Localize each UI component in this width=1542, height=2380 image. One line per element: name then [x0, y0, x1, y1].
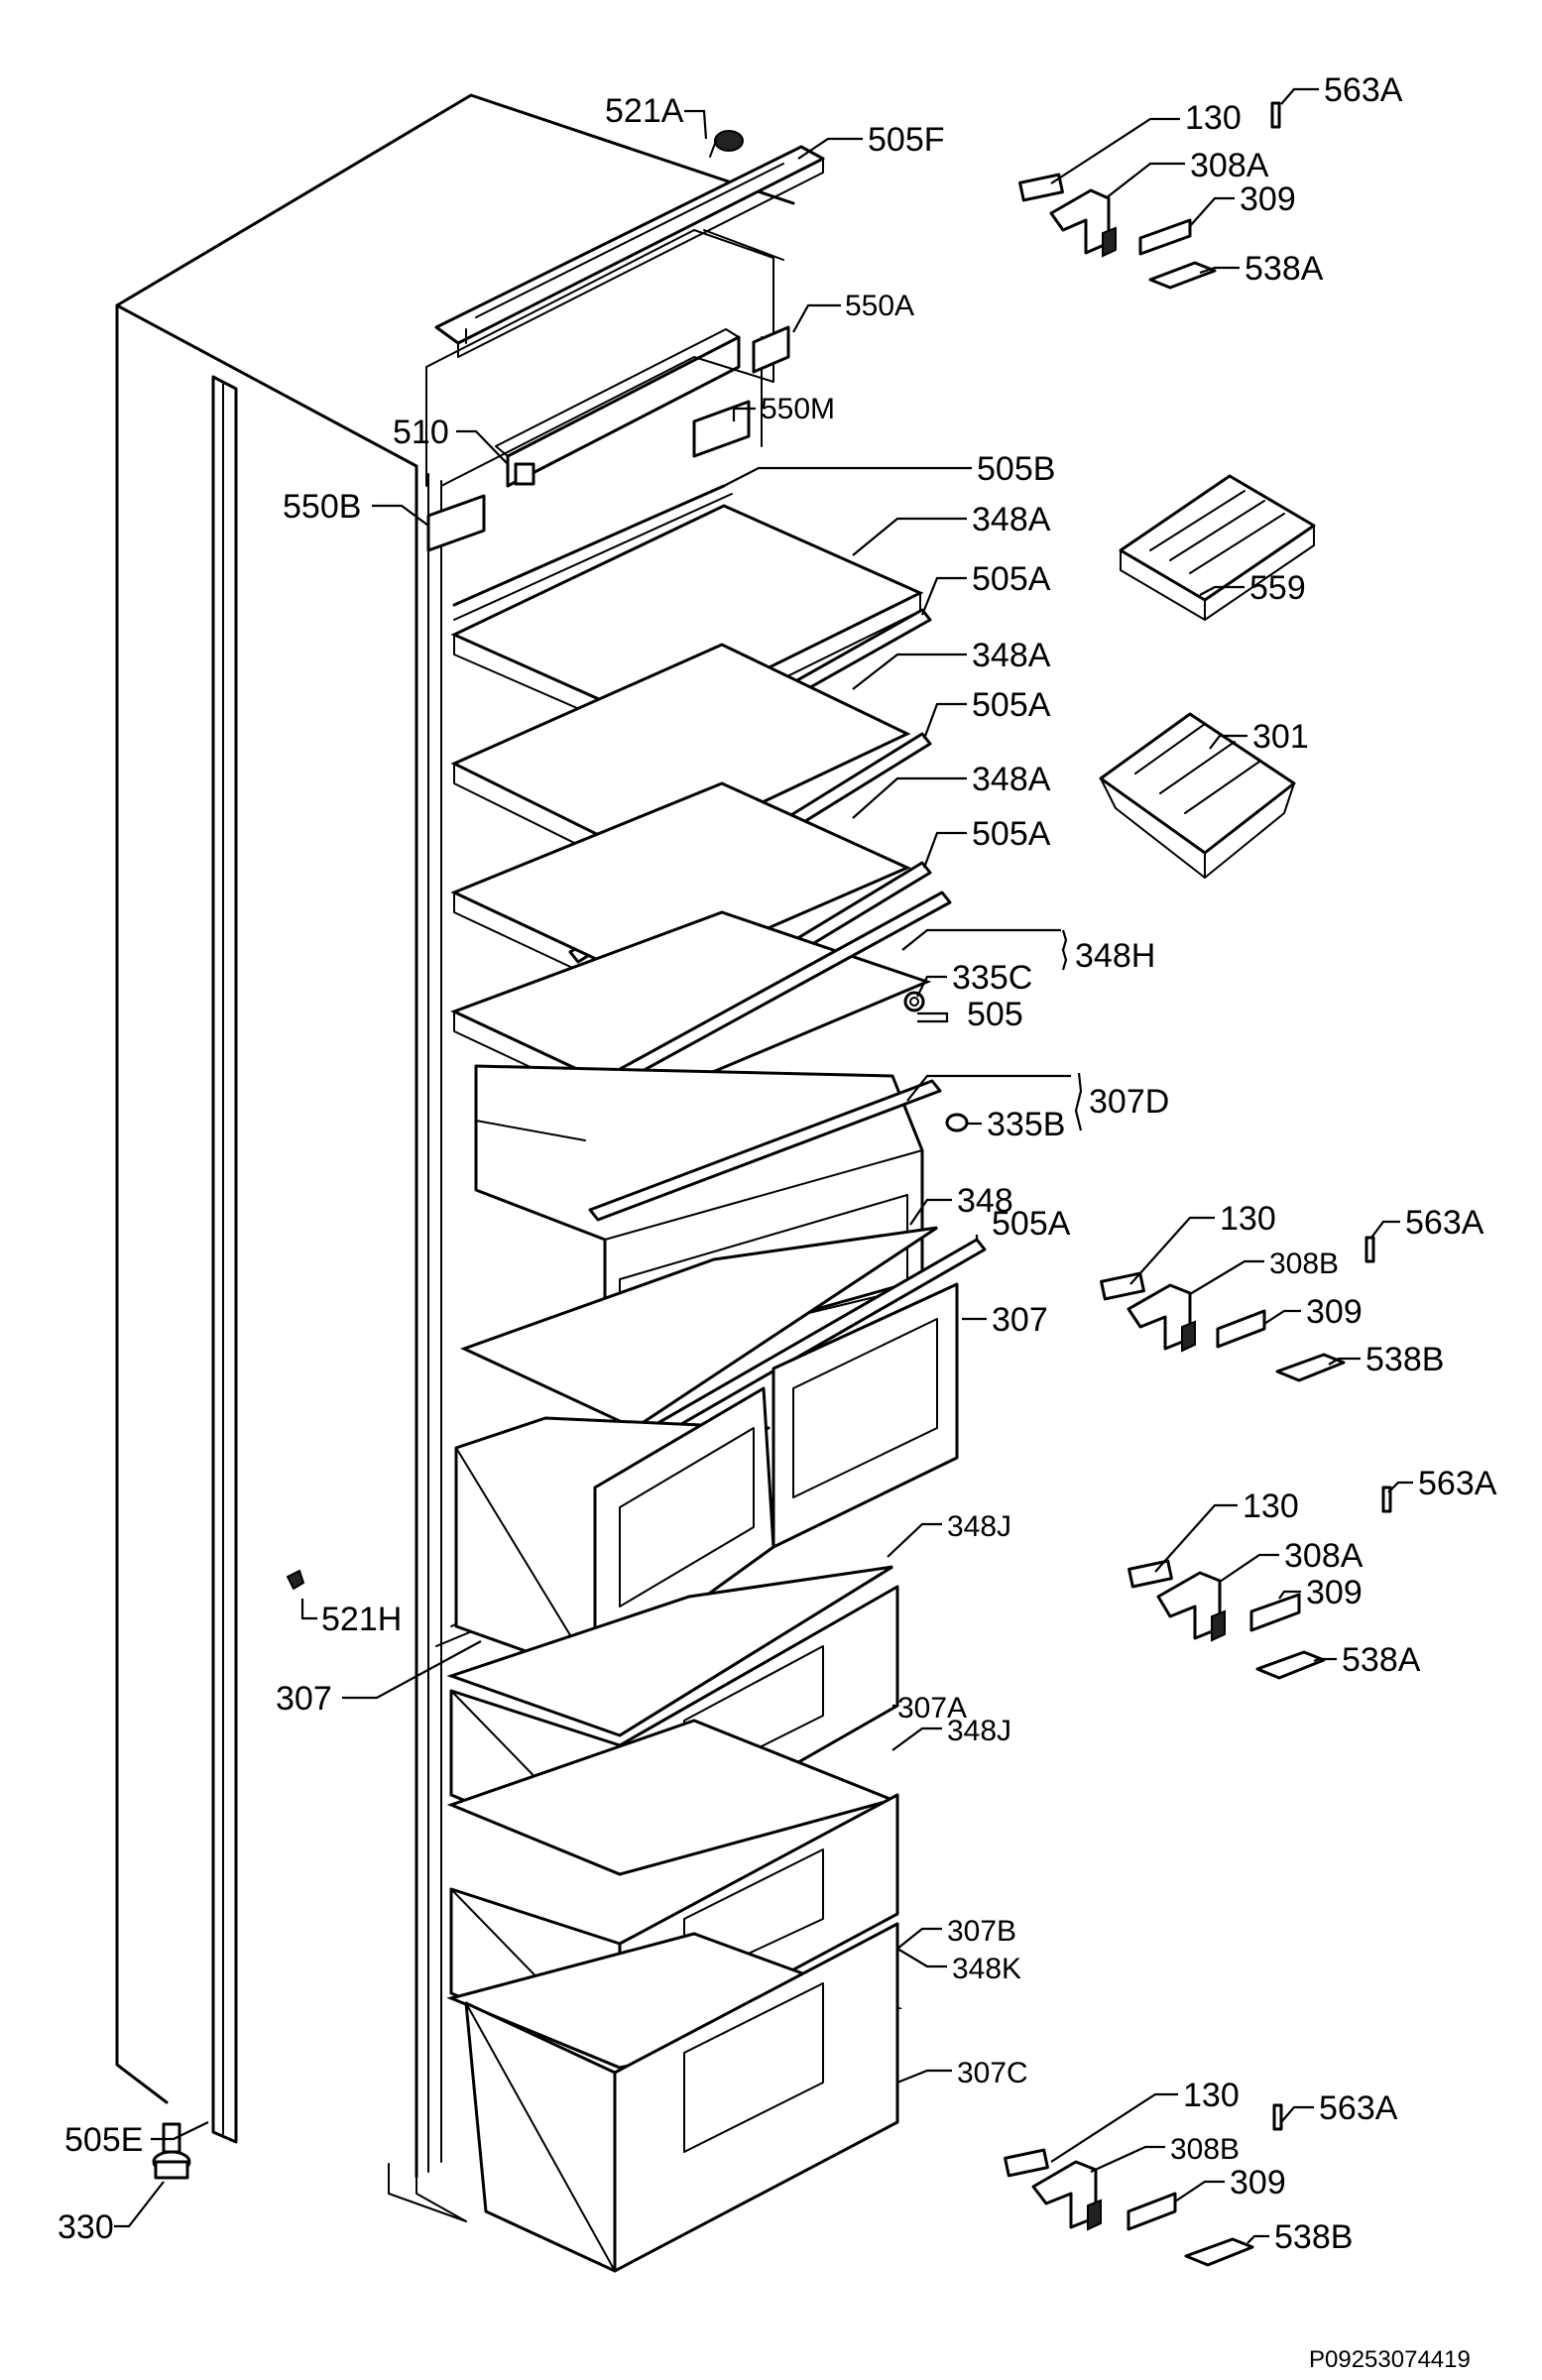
label-307A: 307A: [897, 1692, 967, 1725]
shelf-348A-1: [450, 484, 924, 743]
label-130-d: 130: [1183, 2077, 1240, 2114]
label-348A-1: 348A: [972, 501, 1051, 538]
label-563A-c: 563A: [1418, 1465, 1497, 1502]
drawer-307C: [464, 1922, 899, 2273]
label-330: 330: [58, 2208, 114, 2246]
label-348H: 348H: [1075, 937, 1155, 975]
label-538A-a: 538A: [1245, 250, 1324, 288]
label-348K: 348K: [952, 1953, 1021, 1985]
shelf-348J-1: [446, 1565, 893, 1737]
label-559: 559: [1249, 569, 1306, 607]
label-505A-1: 505A: [972, 560, 1051, 598]
label-521A-top: 521A: [605, 92, 684, 130]
label-505A-2: 505A: [972, 686, 1051, 724]
label-307-top: 307: [992, 1301, 1048, 1339]
label-130-a: 130: [1185, 99, 1242, 137]
part-521A: [709, 130, 744, 158]
label-348J-2: 348J: [947, 1715, 1011, 1747]
label-335B: 335B: [987, 1106, 1065, 1143]
label-550M: [692, 400, 751, 458]
label-538B-b: 538B: [1365, 1341, 1444, 1378]
label-538B-d: 538B: [1274, 2218, 1353, 2256]
label-307-left: 307: [276, 1680, 332, 1718]
label-505: 505: [967, 996, 1023, 1033]
label-563A-a: 563A: [1324, 71, 1403, 109]
hinge-set-top: [1018, 101, 1281, 290]
drawing-id: P09253074419: [1309, 2346, 1471, 2373]
label-309-d: 309: [1230, 2164, 1286, 2202]
drawer-307-upper: [454, 1282, 959, 1678]
label-505F: 505F: [868, 121, 945, 159]
part-335C: [903, 991, 925, 1012]
label-130-c: 130: [1243, 1488, 1299, 1525]
label-510: 510: [393, 414, 449, 451]
label-309-b: 309: [1306, 1293, 1363, 1331]
hinge-set-c: [1127, 1486, 1392, 1680]
label-307D: 307D: [1089, 1083, 1169, 1121]
label-308A-c: 308A: [1284, 1537, 1364, 1575]
control-panel-510: [495, 328, 741, 488]
shelf-348: [460, 1226, 938, 1430]
label-348J-1: 348J: [947, 1510, 1011, 1543]
ice-cube-tray-301: [1099, 712, 1296, 879]
label-130-b: 130: [1220, 1200, 1276, 1238]
label-505B: 505B: [977, 450, 1055, 488]
label-307B: 307B: [947, 1915, 1016, 1948]
label-308B-b: 308B: [1269, 1248, 1339, 1280]
label-521H: 521H: [321, 1601, 402, 1638]
label-309-a: 309: [1240, 180, 1296, 218]
label-563A-b: 563A: [1405, 1204, 1484, 1242]
label-505A-3: 505A: [972, 815, 1051, 853]
label-550A: [752, 325, 790, 374]
label-308B-d: 308B: [1170, 2133, 1240, 2166]
label-301: 301: [1252, 718, 1309, 756]
hinge-set-bottom: [1004, 2103, 1283, 2267]
part-335B: [945, 1113, 969, 1132]
leader-lines: [114, 87, 1413, 2244]
top-cover: [425, 229, 784, 487]
label-563A-d: 563A: [1319, 2089, 1398, 2127]
label-308A-a: 308A: [1190, 147, 1269, 184]
door-seal-strip-505E: [211, 375, 238, 2144]
label-335C: 335C: [952, 959, 1032, 997]
label-307C: 307C: [957, 2057, 1028, 2089]
cabinet-body: [115, 93, 795, 2222]
label-505E: 505E: [64, 2121, 143, 2159]
label-348A-2: 348A: [972, 637, 1051, 674]
label-505A-4: 505A: [992, 1205, 1071, 1243]
label-348: 348: [957, 1182, 1013, 1220]
callout-labels: 521A 505F 130 563A 308A 309 538A 550A 55…: [58, 71, 1497, 2373]
label-309-c: 309: [1306, 1574, 1363, 1611]
ice-tray-cover-559: [1119, 474, 1316, 621]
label-538A-c: 538A: [1342, 1641, 1421, 1679]
label-348A-3: 348A: [972, 761, 1051, 798]
adjustable-foot-330: [152, 2122, 191, 2180]
label-550A: 550A: [845, 290, 914, 322]
label-550B: [426, 494, 486, 552]
label-550B: 550B: [283, 488, 361, 526]
label-550M: 550M: [761, 393, 835, 425]
screw-521H: [286, 1569, 305, 1591]
